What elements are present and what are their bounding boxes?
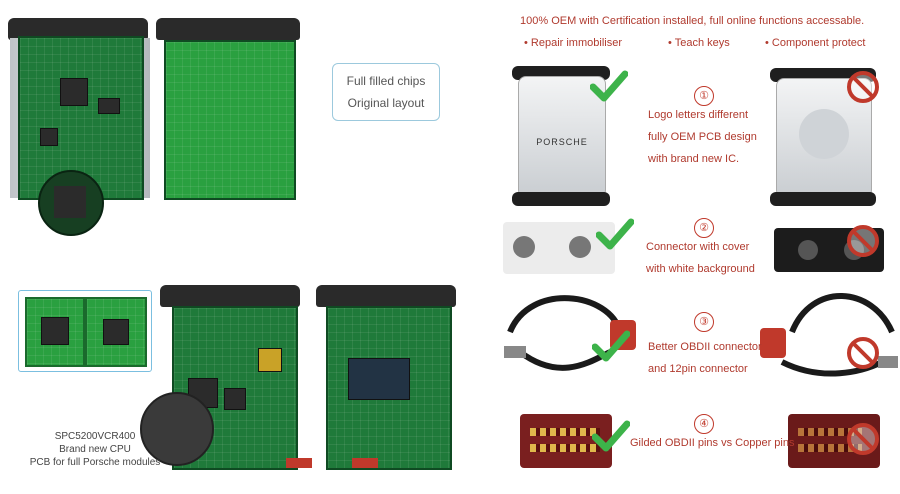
point-4-text: Gilded OBDII pins vs Copper pins [630,437,795,449]
red-arrow-right [352,458,378,468]
caption-line-1: SPC5200VCR400 [54,431,136,442]
point-1-line-2: fully OEM PCB design [648,131,757,143]
feature-component-protect: • Component protect [765,37,866,49]
point-1-text: Logo letters different fully OEM PCB des… [648,104,778,170]
genuine-connector-photo [503,222,615,274]
point-3-line-1: Better OBDII connector [648,341,762,353]
check-icon [590,70,628,102]
caption-line-2: Brand new CPU [59,444,131,455]
callout-line-2: Original layout [347,96,425,110]
prohibited-icon [847,337,879,369]
device-logo: PORSCHE [536,137,588,147]
point-number-1: ① [694,86,714,106]
feature-repair-immobiliser: • Repair immobiliser [524,37,622,49]
point-1-line-3: with brand new IC. [648,153,740,165]
caption-line-3: PCB for full Porsche modules [29,457,161,468]
feature-teach-keys: • Teach keys [668,37,730,49]
check-icon [592,330,630,362]
point-2-line-1: Connector with cover [646,241,750,253]
point-3-line-2: and 12pin connector [648,363,748,375]
chip-zoom-circle [38,170,104,236]
prohibited-icon [847,71,879,103]
chip-closeup-frame [18,290,152,372]
prohibited-icon [847,423,879,455]
prohibited-icon [847,225,879,257]
point-3-text: Better OBDII connector and 12pin connect… [648,336,778,380]
point-number-2: ② [694,218,714,238]
chips-callout-box: Full filled chips Original layout [332,63,440,121]
headline: 100% OEM with Certification installed, f… [520,15,865,27]
point-number-4: ④ [694,414,714,434]
point-number-3: ③ [694,312,714,332]
gilded-pins-photo [520,414,612,468]
cpu-zoom-circle [140,392,214,466]
fake-cable-image [760,293,898,377]
callout-line-1: Full filled chips [346,74,426,88]
point-1-line-1: Logo letters different [648,109,749,121]
point-2-line-2: with white background [646,263,755,275]
check-icon [596,218,634,250]
red-arrow-left [286,458,312,468]
point-2-text: Connector with cover with white backgrou… [646,236,776,280]
check-icon [592,420,630,452]
cpu-caption: SPC5200VCR400 Brand new CPU PCB for full… [20,430,170,469]
